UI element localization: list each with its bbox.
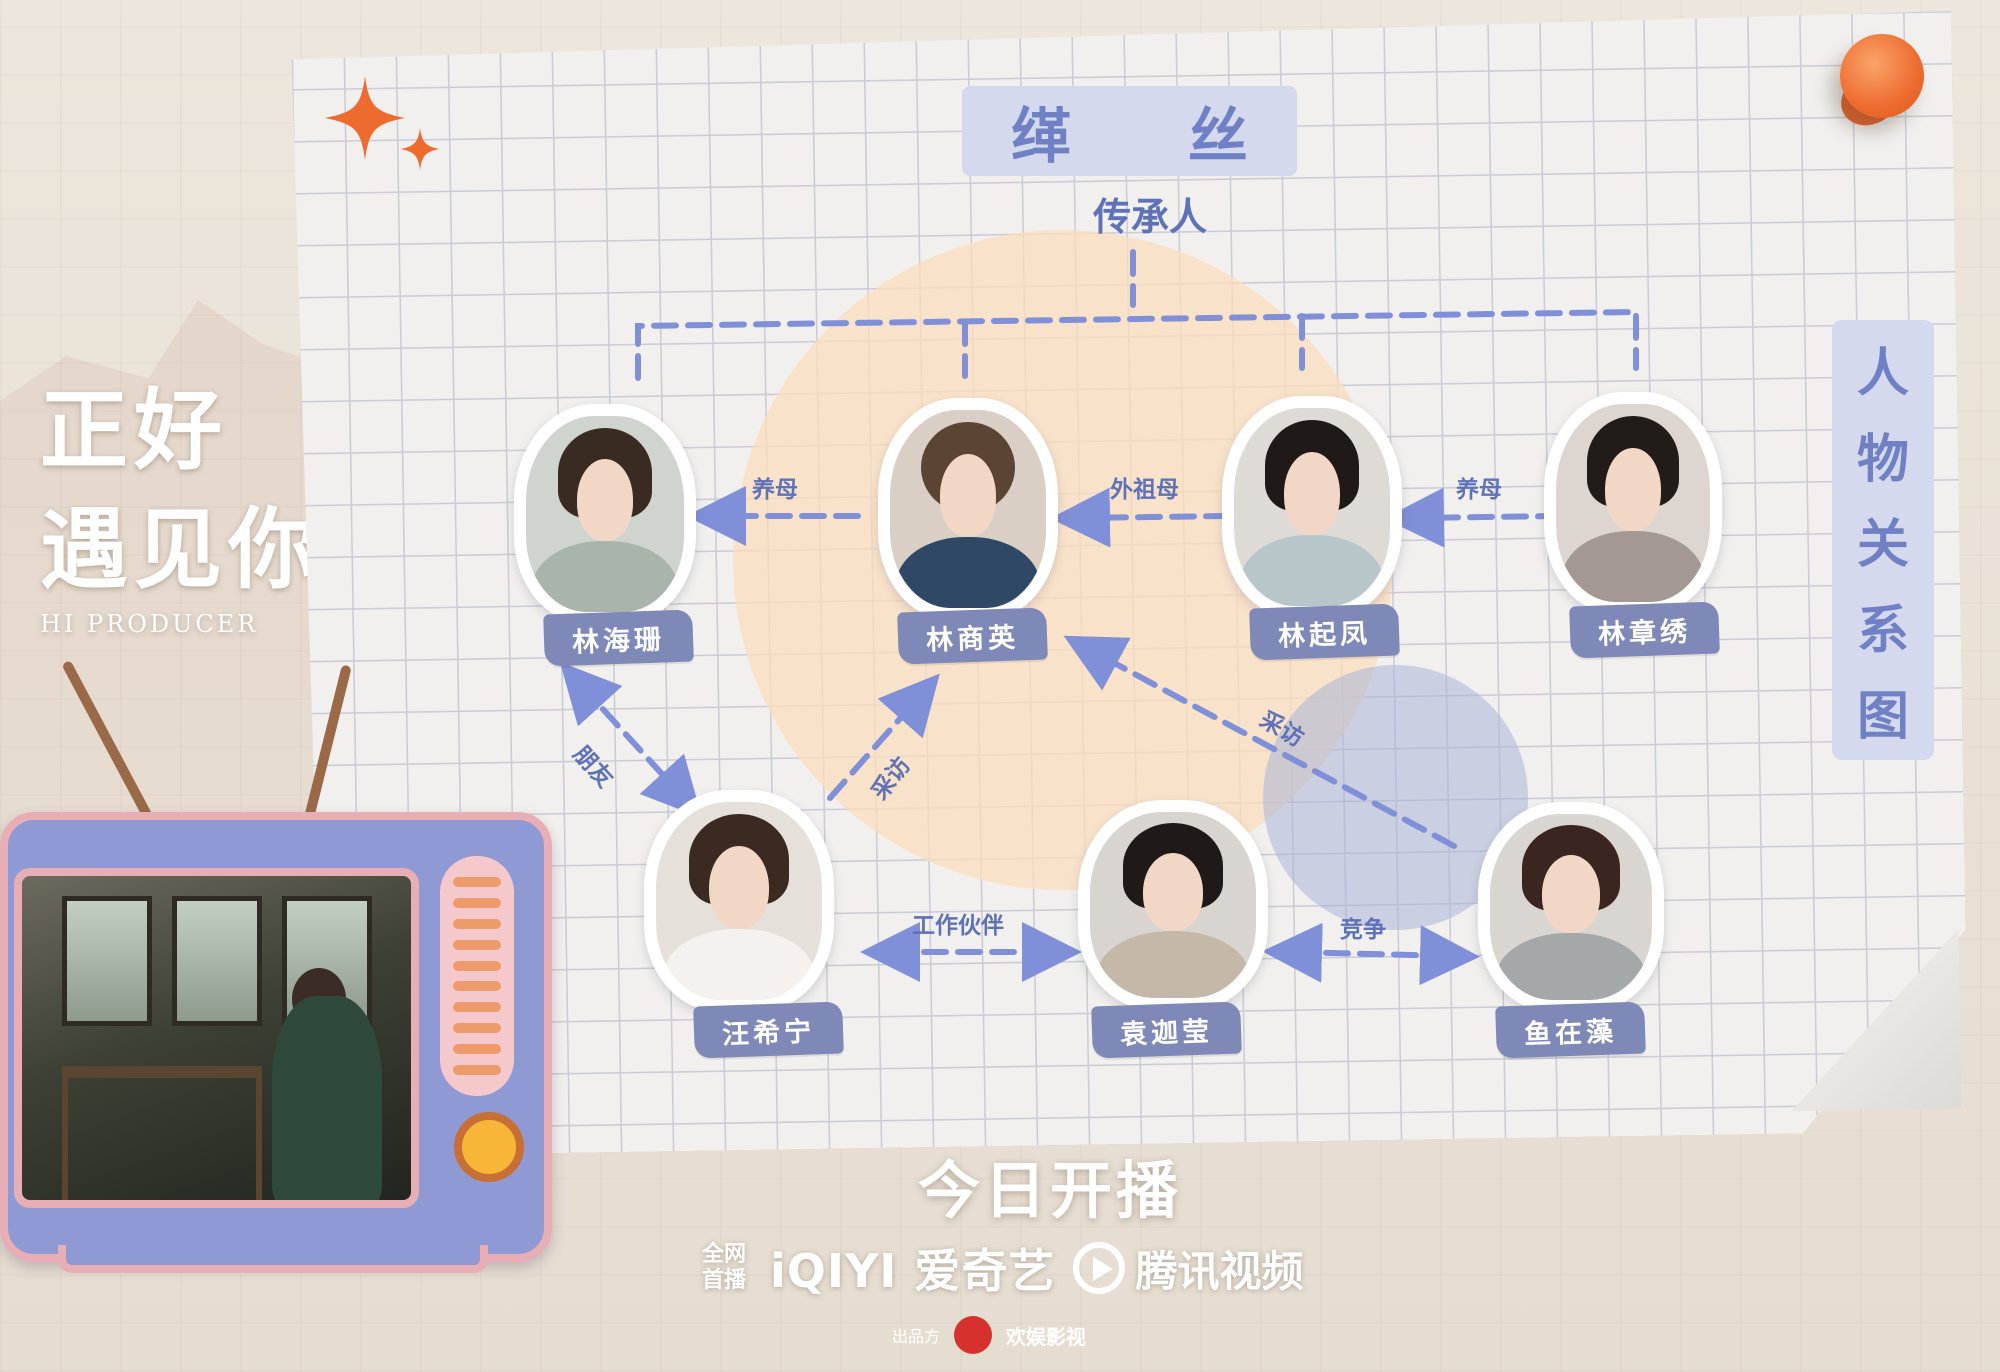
show-title-line2: 遇见你 (40, 497, 323, 601)
weaver-figure (272, 996, 382, 1200)
portrait (1544, 392, 1722, 614)
portrait (1222, 396, 1402, 618)
relation-line-grandmother (1050, 487, 1231, 548)
show-english-title: HI PRODUCER (40, 610, 259, 638)
name-tag: 鱼在藻 (1495, 1001, 1646, 1059)
portrait (514, 404, 696, 624)
tv-speaker-grille (440, 856, 514, 1096)
side-title-char: 图 (1856, 687, 1909, 748)
show-logo: 正好 遇见你 HI PRODUCER (40, 360, 322, 638)
relation-line-interview-2 (1063, 635, 1457, 849)
tv-screen-loom-scene (14, 868, 419, 1208)
person-lin-haishan: 林海珊 (514, 404, 696, 667)
side-title-char: 人 (1856, 343, 1909, 404)
tv-stand (58, 1245, 488, 1273)
relationship-chart-title: 人 物 关 系 图 (1832, 320, 1934, 760)
portrait (1478, 802, 1664, 1012)
platform-logos: 全网 首播 iQIYI 爱奇艺 腾讯视频 (702, 1236, 1303, 1300)
play-icon (1073, 1242, 1126, 1294)
relation-label: 外祖母 (1110, 477, 1179, 503)
name-tag: 袁迦莹 (1091, 1001, 1242, 1059)
relation-label: 养母 (752, 477, 798, 503)
person-wang-xining: 汪希宁 (644, 790, 844, 1059)
side-title-char: 系 (1856, 601, 1909, 662)
portrait (878, 398, 1058, 620)
name-tag: 汪希宁 (693, 1001, 844, 1059)
name-tag: 林章绣 (1569, 601, 1720, 659)
background-palace-illustration (0, 300, 330, 860)
relation-label: 养母 (1456, 477, 1502, 503)
person-lin-shangying: 林商英 (878, 398, 1058, 665)
relation-label: 工作伙伴 (912, 913, 1004, 939)
sparkle-icon (325, 76, 439, 170)
person-yuan-jiaying: 袁迦莹 (1078, 800, 1268, 1059)
premiere-text: 今日开播 (917, 1154, 1182, 1227)
iqiyi-logo: iQIYI 爱奇艺 (770, 1244, 1056, 1298)
producer-credit: 出品方 欢娱影视 (892, 1316, 1086, 1354)
portrait (644, 790, 834, 1012)
show-title-line1: 正好 (40, 378, 229, 482)
heir-bracket (635, 308, 1639, 381)
loom (62, 1066, 262, 1200)
name-tag: 林起凤 (1249, 603, 1400, 661)
producer-name: 欢娱影视 (1006, 1324, 1087, 1349)
relation-line-rivalry (1262, 922, 1480, 986)
network-premiere-label: 全网 首播 (702, 1242, 747, 1293)
tv-knob-icon (454, 1112, 524, 1182)
relation-line-friend (559, 661, 703, 819)
name-tag: 林海珊 (543, 609, 694, 667)
person-lin-qifeng: 林起凤 (1222, 396, 1402, 661)
retro-tv (0, 812, 552, 1262)
relation-line-interview-1 (827, 673, 940, 801)
heir-label: 传承人 (1092, 195, 1207, 239)
relation-label: 竞争 (1340, 917, 1386, 943)
person-yu-zaizao: 鱼在藻 (1478, 802, 1664, 1059)
relation-line-adoptive-mother-2 (1384, 487, 1563, 548)
side-title-char: 物 (1856, 429, 1909, 490)
name-tag: 林商英 (897, 607, 1048, 665)
side-title-char: 关 (1856, 515, 1909, 576)
producer-label: 出品方 (892, 1327, 941, 1346)
pushpin-icon (1840, 34, 1924, 118)
huanyu-logo-icon (954, 1316, 993, 1354)
person-lin-zhangxiu: 林章绣 (1544, 392, 1722, 659)
portrait (1078, 800, 1268, 1010)
tencent-video-logo: 腾讯视频 (1073, 1238, 1303, 1299)
craft-title: 缂 丝 (962, 86, 1297, 176)
